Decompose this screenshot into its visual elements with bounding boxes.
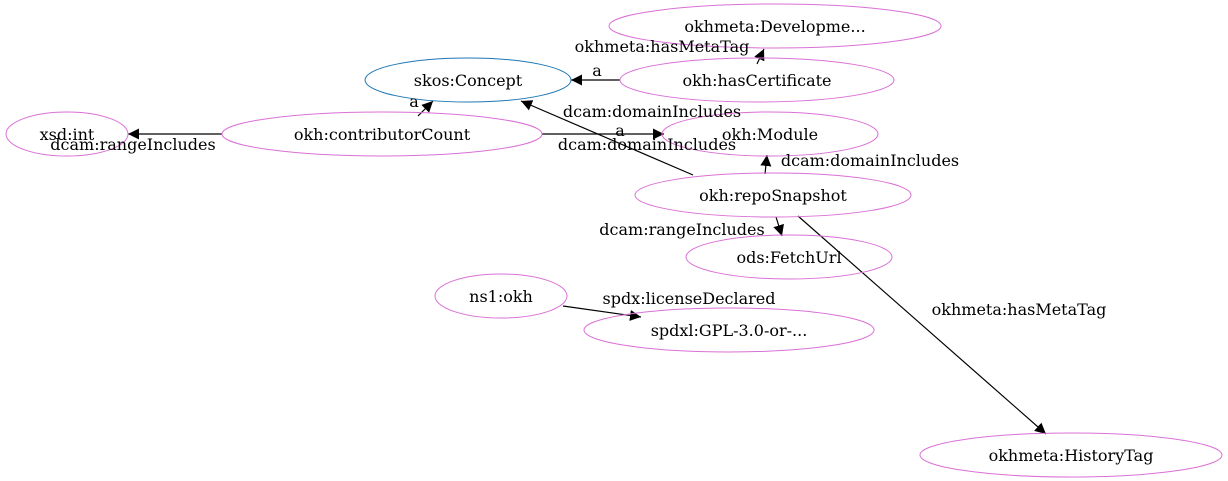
edge-label-cert-to-dev: okhmeta:hasMetaTag (575, 37, 750, 56)
edge-repo-to-module (760, 154, 772, 175)
nodes: okhmeta:Developme... skos:Concept okh:ha… (5, 3, 1223, 478)
edge-label-count-to-module-a: a (615, 121, 625, 140)
node-label-okhmeta-historytag: okhmeta:HistoryTag (989, 446, 1154, 465)
edge-label-count-to-xsd: dcam:rangeIncludes (50, 135, 215, 154)
node-label-okh-reposnapshot: okh:repoSnapshot (699, 186, 847, 205)
node-okh-reposnapshot[interactable]: okh:repoSnapshot (634, 172, 912, 218)
node-label-skos-concept: skos:Concept (414, 71, 523, 90)
node-label-okh-module: okh:Module (722, 125, 818, 144)
node-label-okh-hascertificate: okh:hasCertificate (682, 71, 831, 90)
edge-label-ns1-to-spdx: spdx:licenseDeclared (602, 289, 775, 308)
node-okhmeta-historytag[interactable]: okhmeta:HistoryTag (919, 432, 1223, 478)
node-label-okhmeta-development: okhmeta:Developme... (684, 17, 865, 36)
edge-label-cert-to-concept: a (592, 61, 602, 80)
edge-repo-to-concept (520, 100, 694, 176)
edge-label-repo-to-historytag: okhmeta:hasMetaTag (932, 300, 1107, 319)
edge-label-repo-to-fetchurl: dcam:rangeIncludes (599, 220, 764, 239)
node-okhmeta-development[interactable]: okhmeta:Developme... (608, 3, 942, 49)
node-ods-fetchurl[interactable]: ods:FetchUrl (685, 234, 893, 280)
node-label-ns1-okh: ns1:okh (469, 287, 533, 306)
node-xsd-int[interactable]: xsd:int (5, 111, 129, 157)
node-skos-concept[interactable]: skos:Concept (364, 57, 572, 103)
edge-label-repo-to-concept: dcam:domainIncludes (563, 102, 741, 121)
edges (128, 48, 1047, 435)
node-ns1-okh[interactable]: ns1:okh (434, 273, 568, 319)
node-okh-module[interactable]: okh:Module (661, 111, 879, 157)
edge-label-repo-to-module: dcam:domainIncludes (781, 151, 959, 170)
edge-labels: okhmeta:hasMetaTag a a dcam:rangeInclude… (50, 37, 1106, 319)
edge-count-to-concept (417, 100, 434, 117)
edge-repo-to-historytag (797, 215, 1047, 435)
node-label-okh-contributorcount: okh:contributorCount (294, 125, 471, 144)
node-spdxl-gpl[interactable]: spdxl:GPL-3.0-or-... (583, 307, 875, 353)
node-okh-hascertificate[interactable]: okh:hasCertificate (619, 57, 895, 103)
edge-label-count-to-module-domain: dcam:domainIncludes (558, 135, 736, 154)
edge-label-count-to-concept: a (409, 92, 419, 111)
node-label-xsd-int: xsd:int (40, 125, 95, 144)
node-label-spdxl-gpl: spdxl:GPL-3.0-or-... (651, 321, 808, 340)
edge-repo-to-fetchurl (773, 216, 784, 237)
node-label-ods-fetchurl: ods:FetchUrl (736, 248, 841, 267)
edge-cert-to-dev (754, 48, 765, 65)
edge-ns1-to-spdx (562, 305, 642, 321)
node-okh-contributorcount[interactable]: okh:contributorCount (221, 111, 543, 157)
